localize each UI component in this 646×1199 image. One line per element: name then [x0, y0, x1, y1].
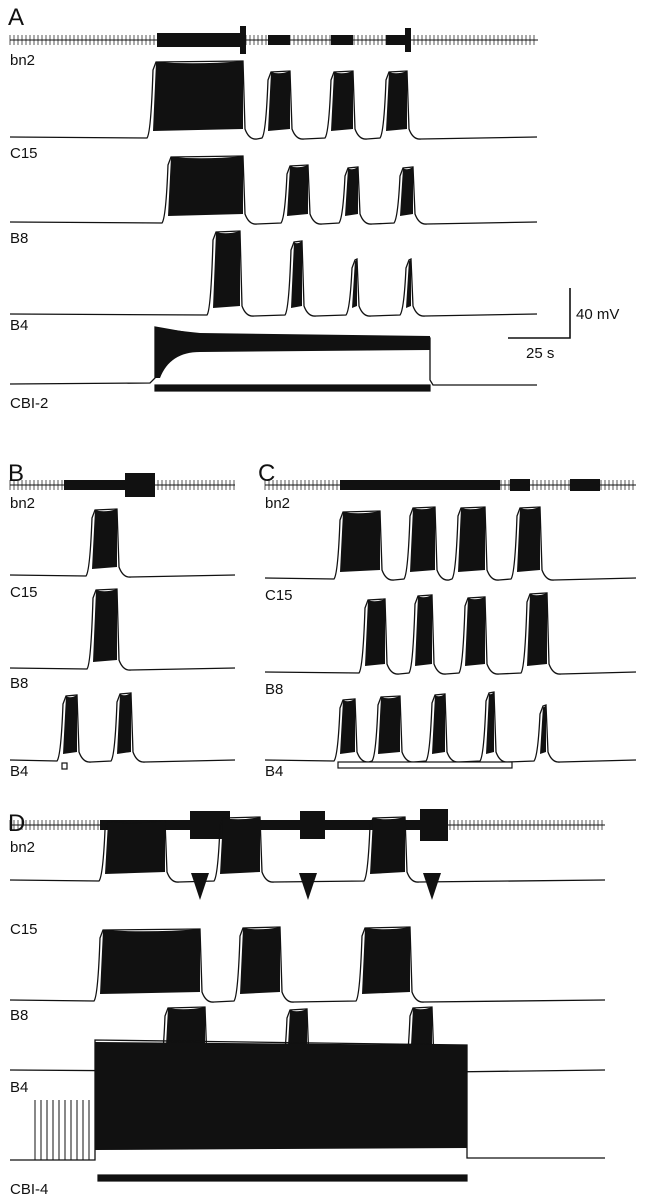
d-c15-burst [220, 817, 260, 874]
trace-label: C15 [10, 921, 38, 938]
d-c15-burst [105, 821, 165, 874]
arrowhead-icon [299, 873, 317, 900]
c-bn2-burst [340, 480, 400, 490]
d-b8-burst [362, 927, 410, 994]
c-b8-burst [415, 595, 432, 666]
a-b4-burst [352, 259, 357, 308]
trace-label: B8 [10, 230, 29, 247]
c-b4-burst [378, 696, 400, 754]
panel-label-c: C [258, 460, 276, 487]
c-b4-burst [540, 705, 546, 754]
a-cbi2-burst [155, 327, 430, 378]
b-b8-trace [9, 588, 236, 671]
a-bn2-burst [331, 35, 353, 45]
c-b8-burst [465, 597, 485, 666]
a-bn2-burst [157, 33, 243, 47]
a-stimulus-bar [154, 384, 431, 392]
d-b4-trace [9, 1006, 606, 1073]
trace-label: B4 [10, 1079, 29, 1096]
a-b8-burst [345, 167, 358, 216]
a-b4-trace [9, 230, 538, 317]
b-b4-trace [9, 692, 236, 763]
a-b8-burst [287, 165, 308, 216]
d-bn2-burst [420, 809, 448, 841]
trace-label: bn2 [265, 495, 291, 512]
a-b4-burst [406, 259, 411, 308]
d-cbi4-trace [10, 1039, 605, 1161]
c-b8-trace [264, 592, 637, 675]
c-b4-burst [432, 694, 445, 754]
panel-label-a: A [8, 4, 25, 31]
a-bn2-burst [268, 35, 290, 45]
trace-label: B8 [10, 675, 29, 692]
panel-label-d: D [8, 810, 26, 837]
b-c15-burst [92, 509, 117, 569]
trace-label: B8 [10, 1007, 29, 1024]
scale-time-label: 25 s [526, 345, 555, 362]
d-c15-burst [370, 817, 405, 874]
a-bn2-burst [386, 35, 407, 45]
c-bn2-burst [400, 480, 500, 490]
trace-label: C15 [10, 145, 38, 162]
b-stimulus-box [61, 762, 68, 770]
d-b8-trace [9, 926, 606, 1003]
d-bn2-burst [300, 811, 325, 839]
a-c15-burst [386, 71, 407, 131]
trace-label: B4 [10, 763, 29, 780]
b-c15-trace [9, 508, 236, 578]
a-c15-trace [9, 60, 538, 140]
arrowhead-icon [191, 873, 209, 900]
b-b4-burst [117, 693, 131, 754]
a-bn2-burst [240, 26, 246, 54]
d-bn2-burst [230, 820, 300, 830]
trace-label: CBI-2 [10, 395, 49, 412]
d-cbi4-spikes [34, 1100, 90, 1160]
arrowhead-icon [423, 873, 441, 900]
trace-label: bn2 [10, 495, 36, 512]
c-c15-trace [264, 506, 637, 581]
c-b8-burst [365, 599, 385, 666]
c-c15-burst [458, 507, 485, 572]
a-b8-trace [9, 155, 538, 225]
trace-label: B4 [265, 763, 284, 780]
c-bn2-burst [570, 479, 600, 491]
a-c15-burst [153, 61, 243, 131]
a-b8-burst [400, 167, 413, 216]
d-b8-burst [100, 929, 200, 994]
d-b8-burst [240, 927, 280, 994]
a-c15-burst [331, 71, 353, 131]
d-stimulus-bar [97, 1174, 468, 1182]
c-c15-burst [517, 507, 540, 572]
c-b4-burst [340, 699, 355, 754]
c-bn2-burst [510, 479, 530, 491]
a-c15-burst [268, 71, 290, 131]
trace-label: B8 [265, 681, 284, 698]
c-stimulus-box [337, 761, 513, 769]
c-c15-burst [410, 507, 435, 572]
trace-label: C15 [10, 584, 38, 601]
b-bn2-burst [64, 480, 125, 490]
a-bn2-burst [405, 28, 411, 52]
trace-label: CBI-4 [10, 1181, 49, 1198]
c-b8-burst [527, 593, 547, 666]
scale-voltage-label: 40 mV [576, 306, 620, 323]
c-b4-burst [486, 692, 494, 754]
a-b8-burst [168, 156, 243, 216]
trace-label: bn2 [10, 839, 36, 856]
panel-label-b: B [8, 460, 25, 487]
trace-label: bn2 [10, 52, 36, 69]
trace-label: C15 [265, 587, 293, 604]
a-b4-burst [291, 241, 302, 308]
d-c15-trace [9, 816, 606, 883]
scale-bar [508, 288, 571, 339]
b-b4-burst [63, 695, 77, 754]
b-bn2-burst [125, 473, 155, 497]
a-b4-burst [213, 231, 240, 308]
trace-label: B4 [10, 317, 29, 334]
c-c15-burst [340, 511, 380, 572]
b-b8-burst [93, 589, 117, 662]
d-cbi4-burst [95, 1042, 467, 1150]
d-bn2-burst [325, 820, 420, 830]
c-b4-trace [264, 691, 637, 763]
